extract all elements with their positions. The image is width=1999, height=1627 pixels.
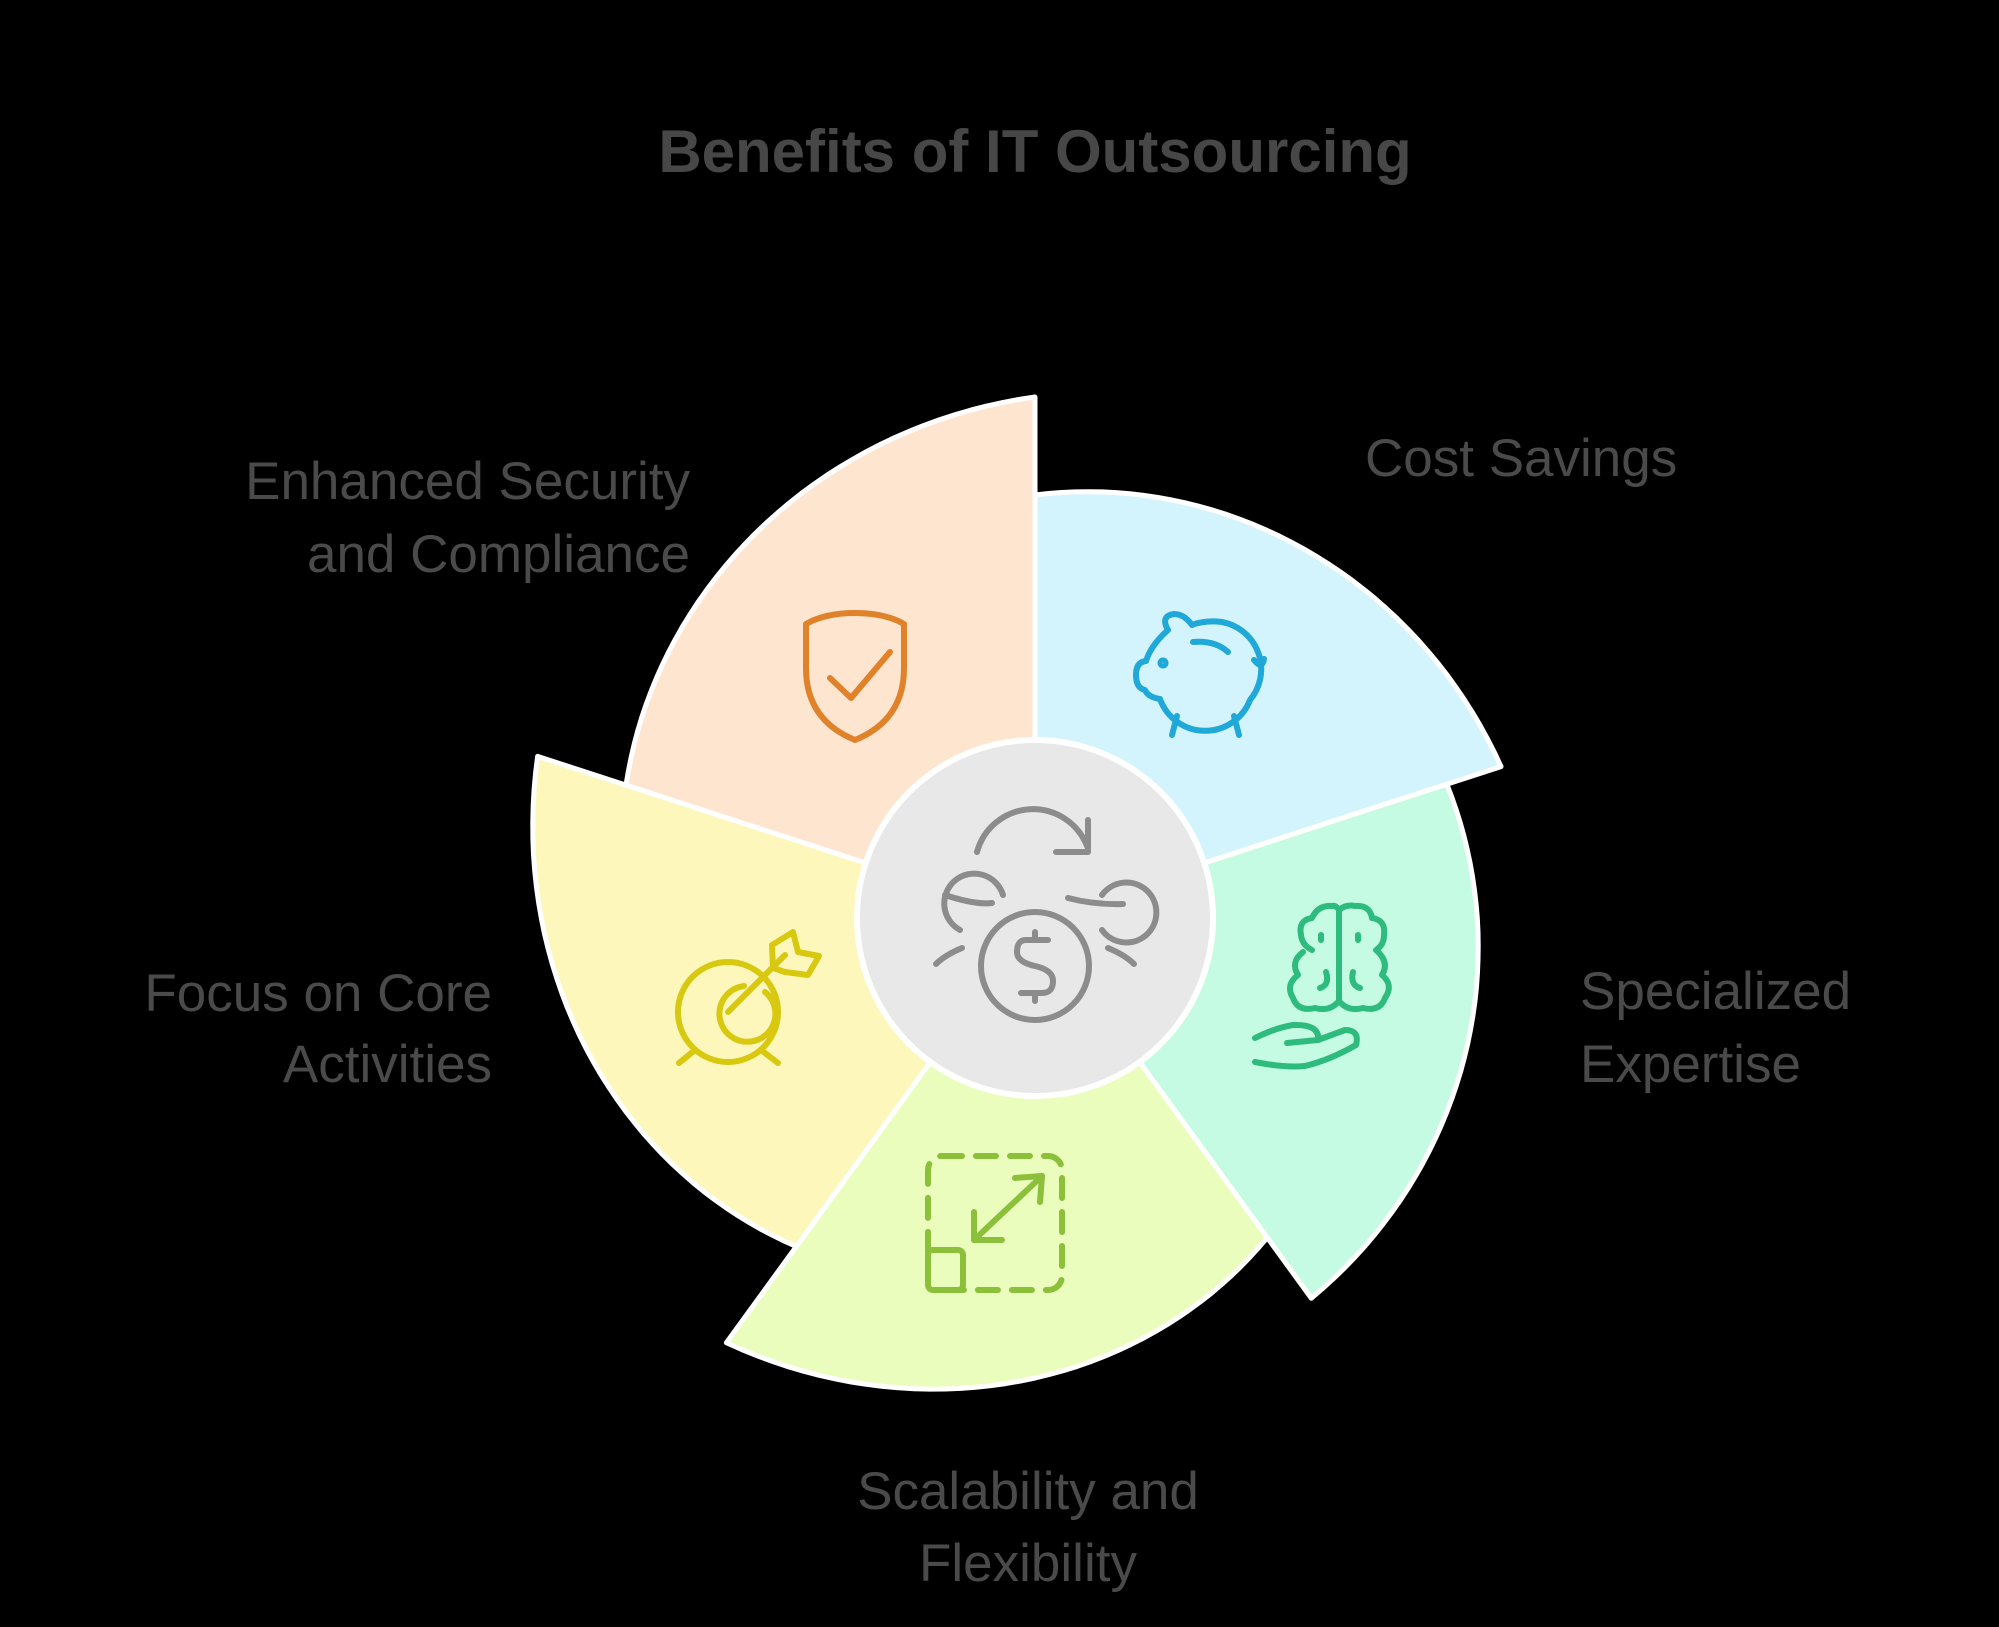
label-line: Cost Savings bbox=[1365, 429, 1677, 488]
label-specialized-expertise: Specialized Expertise bbox=[1580, 962, 1851, 1094]
label-line: Enhanced Security bbox=[245, 452, 690, 511]
label-line: Flexibility bbox=[919, 1534, 1137, 1593]
target-arrow-icon bbox=[675, 929, 822, 1066]
label-line: Focus on Core bbox=[144, 964, 492, 1023]
label-line: and Compliance bbox=[307, 525, 690, 584]
shield-check-icon bbox=[803, 610, 907, 743]
label-line: Specialized bbox=[1580, 962, 1851, 1021]
label-scalability-flexibility: Scalability and Flexibility bbox=[857, 1462, 1199, 1593]
label-security-compliance: Enhanced Security and Compliance bbox=[245, 452, 690, 584]
label-line: Scalability and bbox=[857, 1462, 1199, 1521]
piggy-bank-icon bbox=[1133, 611, 1267, 738]
brain-in-hand-icon bbox=[1252, 902, 1392, 1070]
label-line: Expertise bbox=[1580, 1035, 1801, 1094]
label-focus-core-activities: Focus on Core Activities bbox=[144, 964, 492, 1094]
resize-arrows-icon bbox=[925, 1153, 1065, 1293]
label-line: Activities bbox=[283, 1035, 492, 1094]
center-hub bbox=[854, 737, 1216, 1099]
label-cost-savings: Cost Savings bbox=[1365, 429, 1677, 488]
money-cycle-icon bbox=[933, 806, 1160, 1023]
diagram-title: Benefits of IT Outsourcing bbox=[658, 118, 1411, 185]
